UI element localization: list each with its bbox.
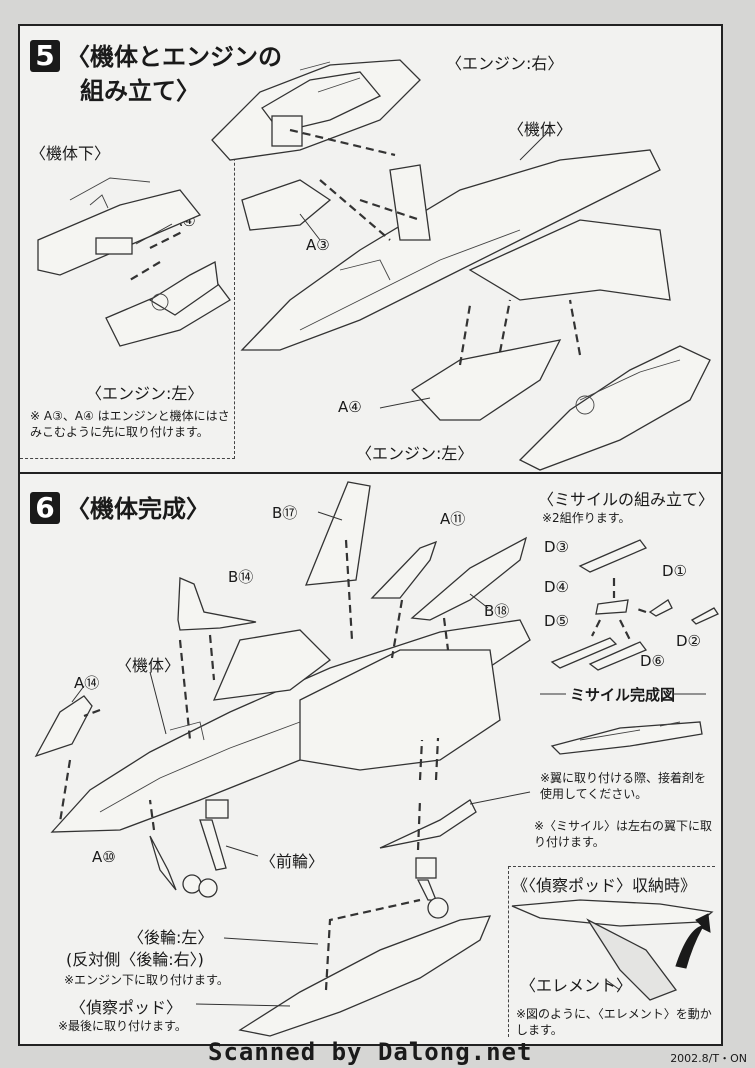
element-note: ※図のように、〈エレメント〉を動かします。 xyxy=(516,1007,712,1037)
part-a11: A⑪ xyxy=(440,510,466,528)
missile-wing-note: ※〈ミサイル〉は左右の翼下に取り付けます。 xyxy=(534,819,713,849)
step5-title-line2: 組み立て〉 xyxy=(80,77,200,105)
step5-body-label: 〈機体〉 xyxy=(508,120,573,139)
rear-wheel-left-label: 〈後輪:左〉 xyxy=(128,928,214,947)
part-b17: B⑰ xyxy=(272,504,298,522)
step5-title-line1: 〈機体とエンジンの xyxy=(66,43,282,71)
step6-number: 6 xyxy=(30,492,60,524)
part-d6: D⑥ xyxy=(640,652,665,670)
scan-credit: Scanned by Dalong.net xyxy=(208,1038,533,1066)
part-d1: D① xyxy=(662,562,687,580)
inset-underside-label: 〈機体下〉 xyxy=(30,144,111,163)
rear-wheel-right-label: (反対側〈後輪:右〉) xyxy=(66,950,204,969)
glue-note: ※翼に取り付ける際、接着剤を使用してください。 xyxy=(540,771,707,801)
part-d5: D⑤ xyxy=(544,612,569,630)
part-a14: A⑭ xyxy=(74,674,100,692)
inset-note: ※ A③、A④ はエンジンと機体にはさみこむように先に取り付けます。 xyxy=(30,409,230,439)
missile-complete-label: ミサイル完成図 xyxy=(570,686,676,704)
inset-engine-left-label: 〈エンジン:左〉 xyxy=(86,384,204,403)
part-d3: D③ xyxy=(544,538,569,556)
front-wheel-label: 〈前輪〉 xyxy=(260,852,325,871)
recon-pod-label: 〈偵察ポッド〉 xyxy=(70,998,183,1017)
pod-storage-title: 《〈偵察ポッド〉収納時》 xyxy=(512,876,697,895)
part-d2: D② xyxy=(676,632,701,650)
recon-pod-note: ※最後に取り付けます。 xyxy=(58,1019,187,1033)
step6-body-label: 〈機体〉 xyxy=(116,656,181,675)
step5-number: 5 xyxy=(30,40,60,72)
pod-storage-box xyxy=(508,866,715,1037)
part-a10: A⑩ xyxy=(92,848,116,866)
part-b14: B⑭ xyxy=(228,568,254,586)
step5-inset-drawing xyxy=(37,177,231,347)
missile-subnote: ※2組作ります。 xyxy=(542,511,631,525)
part-d4: D④ xyxy=(544,578,569,596)
date-code: 2002.8/T・ON xyxy=(670,1052,747,1065)
underside-inset xyxy=(20,118,235,459)
step6-title: 〈機体完成〉 xyxy=(66,495,210,523)
missile-assembly-title: 〈ミサイルの組み立て〉 xyxy=(538,490,715,509)
engine-right-label: 〈エンジン:右〉 xyxy=(446,54,564,73)
step5-main-drawing xyxy=(211,59,711,471)
part-a3: A③ xyxy=(306,236,330,254)
engine-left-label: 〈エンジン:左〉 xyxy=(356,444,474,463)
element-label: 〈エレメント〉 xyxy=(520,976,633,995)
rear-wheel-note: ※エンジン下に取り付けます。 xyxy=(64,973,229,987)
part-a4: A④ xyxy=(338,398,362,416)
part-b18: B⑱ xyxy=(484,602,510,620)
